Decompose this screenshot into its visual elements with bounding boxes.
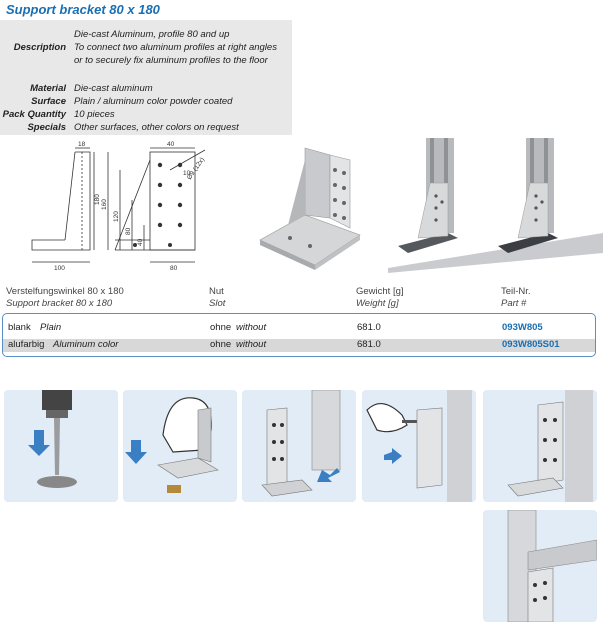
- row-name-en: Aluminum color: [53, 339, 119, 350]
- col-header-slot-en: Slot: [209, 298, 226, 309]
- dim-label: 10: [183, 170, 191, 177]
- col-header-name-en: Support bracket 80 x 180: [6, 298, 113, 309]
- dim-label: 80: [125, 227, 132, 235]
- dim-label: 80: [170, 265, 178, 272]
- dim-label: Ø9 (12x): [186, 156, 206, 181]
- step-2-insert-nut: [123, 390, 237, 502]
- surface-label: Surface: [31, 96, 66, 107]
- technical-drawing: 18 180 100 40 10 160 120 80 40 80 Ø9 (12…: [31, 141, 206, 272]
- specials-label: Specials: [27, 122, 66, 133]
- row-name-en: Plain: [40, 322, 62, 333]
- col-header-slot-de: Nut: [209, 286, 224, 297]
- step-6-floor-mount: [483, 510, 597, 622]
- col-header-part-de: Teil-Nr.: [501, 286, 531, 297]
- dim-label: 18: [78, 141, 86, 148]
- description-label: Description: [13, 42, 66, 53]
- col-header-name-de: Verstelfungswinkel 80 x 180: [6, 286, 124, 297]
- surface-value: Plain / aluminum color powder coated: [74, 96, 233, 107]
- pack-quantity-value: 10 pieces: [74, 109, 115, 120]
- col-header-weight-en: Weight [g]: [356, 298, 399, 309]
- row-weight: 681.0: [357, 339, 381, 350]
- description-line-1: To connect two aluminum profiles at righ…: [74, 42, 277, 53]
- description-line-2: or to securely fix aluminum profiles to …: [74, 55, 268, 66]
- dim-label: 100: [54, 265, 65, 272]
- row-name-de: blank: [8, 322, 31, 333]
- specials-value: Other surfaces, other colors on request: [74, 122, 239, 133]
- row-slot-de: ohne: [210, 339, 232, 350]
- dim-label: 40: [137, 238, 144, 246]
- row-name-de: alufarbig: [8, 339, 45, 350]
- row-slot-en: without: [236, 339, 267, 350]
- spec-panel: Die-cast Aluminum, profile 80 and up Des…: [0, 20, 292, 135]
- material-label: Material: [30, 83, 66, 94]
- row-weight: 681.0: [357, 322, 381, 333]
- dim-label: 160: [101, 199, 108, 210]
- assembled-image: [388, 138, 603, 273]
- material-value: Die-cast aluminum: [74, 83, 153, 94]
- row-part-number[interactable]: 093W805: [502, 322, 543, 333]
- row-slot-de: ohne: [210, 322, 232, 333]
- bracket-image: [259, 147, 361, 270]
- dim-label: 40: [167, 141, 175, 148]
- step-3-mount: [242, 390, 356, 502]
- intro-text: Die-cast Aluminum, profile 80 and up: [74, 29, 230, 40]
- col-header-weight-de: Gewicht [g]: [356, 286, 404, 297]
- dim-label: 120: [113, 211, 120, 222]
- col-header-part-en: Part #: [501, 298, 527, 309]
- table-row-highlight: [3, 339, 595, 352]
- step-5-result: [483, 390, 597, 502]
- pack-quantity-label: Pack Quantity: [2, 109, 66, 120]
- dim-label: 180: [94, 194, 101, 205]
- page-title: Support bracket 80 x 180: [6, 2, 160, 17]
- step-4-screw: [362, 390, 476, 502]
- product-table: blank Plain ohne without 681.0 093W805 a…: [2, 313, 596, 357]
- row-part-number[interactable]: 093W805S01: [502, 339, 560, 350]
- row-slot-en: without: [236, 322, 267, 333]
- step-1-drilling: [4, 390, 118, 502]
